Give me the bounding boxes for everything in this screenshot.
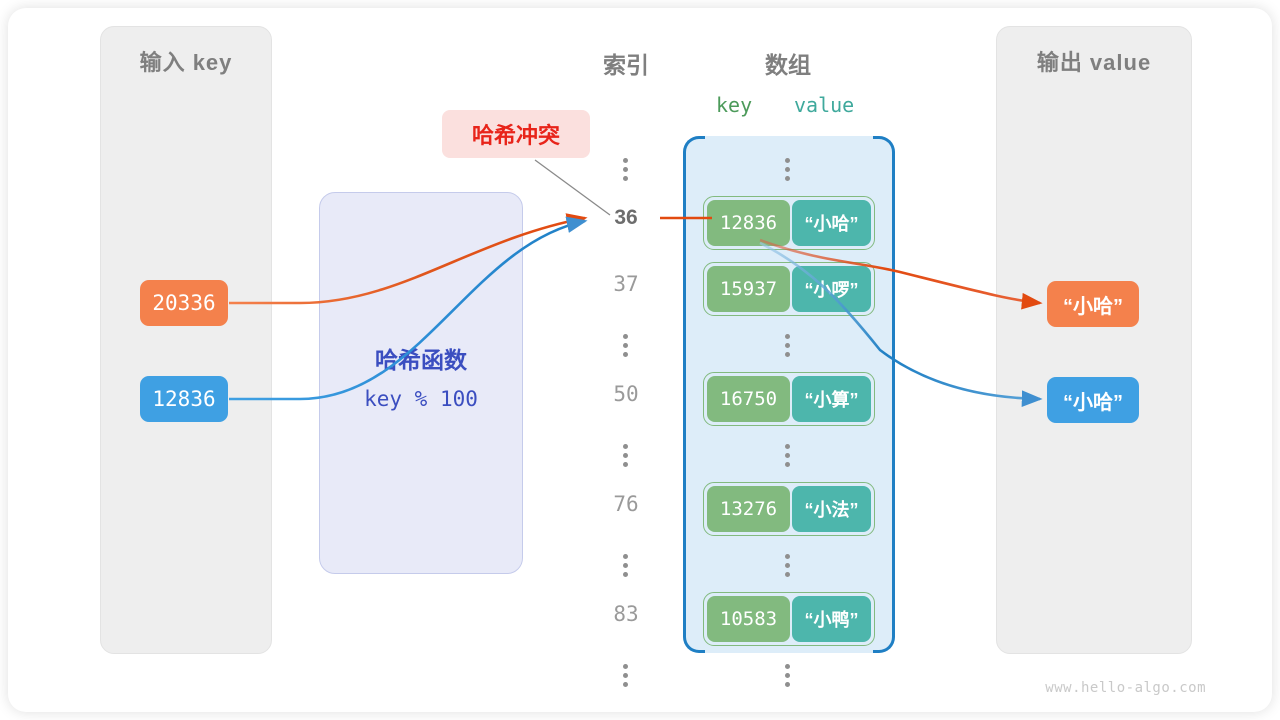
array-ellipsis — [785, 334, 791, 357]
bucket-value: “小法” — [791, 486, 871, 532]
output-panel-title: 输出 value — [1036, 50, 1152, 75]
array-ellipsis — [785, 444, 791, 467]
index-column-header: 索引 — [603, 52, 649, 78]
index-ellipsis — [623, 664, 629, 687]
bucket-key: 10583 — [707, 596, 790, 642]
bucket-value: “小啰” — [791, 266, 871, 312]
bucket-key: 12836 — [707, 200, 790, 246]
hash-function-box: 哈希函数 key % 100 — [319, 192, 523, 574]
bucket-36: 12836“小哈” — [703, 196, 875, 250]
index-ellipsis — [623, 158, 629, 181]
array-bracket-right — [873, 136, 895, 653]
index-label-83: 83 — [613, 602, 639, 626]
index-label-50: 50 — [613, 382, 639, 406]
index-ellipsis — [623, 554, 629, 577]
bucket-key: 13276 — [707, 486, 790, 532]
index-ellipsis — [623, 334, 629, 357]
array-bracket-left — [683, 136, 705, 653]
input-key-1: 12836 — [140, 376, 228, 422]
input-key-panel: 输入 key — [100, 26, 272, 654]
bucket-key: 16750 — [707, 376, 790, 422]
value-subheader: value — [794, 93, 855, 117]
index-label-36: 36 — [614, 206, 638, 229]
bucket-value: “小鸭” — [791, 596, 871, 642]
array-ellipsis — [785, 554, 791, 577]
input-key-0: 20336 — [140, 280, 228, 326]
output-value-panel: 输出 value — [996, 26, 1192, 654]
bucket-value: “小算” — [791, 376, 871, 422]
output-value-0: “小哈” — [1047, 281, 1139, 327]
input-panel-title: 输入 key — [139, 50, 233, 75]
output-value-1: “小哈” — [1047, 377, 1139, 423]
index-label-76: 76 — [613, 492, 639, 516]
bucket-50: 16750“小算” — [703, 372, 875, 426]
bucket-83: 10583“小鸭” — [703, 592, 875, 646]
array-column-header: 数组 — [765, 52, 811, 78]
key-subheader: key — [716, 93, 753, 117]
hash-function-title: 哈希函数 — [375, 347, 467, 373]
array-ellipsis — [785, 158, 791, 181]
bucket-value: “小哈” — [791, 200, 871, 246]
array-ellipsis — [785, 664, 791, 687]
index-ellipsis — [623, 444, 629, 467]
hash-function-formula: key % 100 — [364, 387, 478, 411]
bucket-key: 15937 — [707, 266, 790, 312]
watermark: www.hello-algo.com — [1045, 680, 1206, 696]
bucket-76: 13276“小法” — [703, 482, 875, 536]
collision-badge: 哈希冲突 — [442, 110, 590, 158]
bucket-37: 15937“小啰” — [703, 262, 875, 316]
index-label-37: 37 — [613, 272, 639, 296]
